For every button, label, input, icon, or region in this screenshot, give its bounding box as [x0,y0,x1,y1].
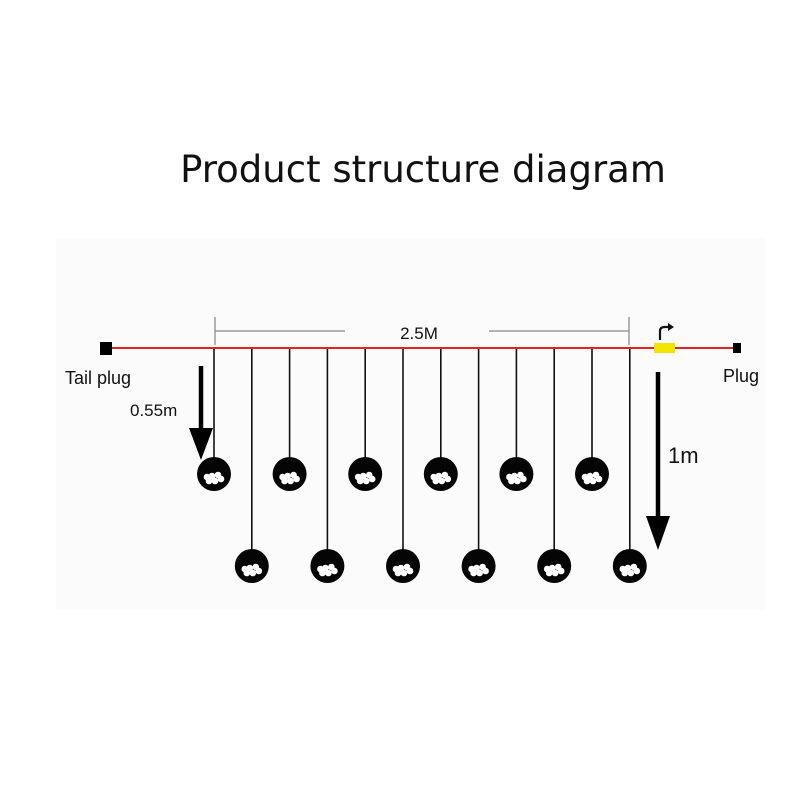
tail-plug-connector [100,342,112,355]
bulb [537,549,572,583]
led-dot [392,565,400,573]
short-drop-label: 0.55m [130,401,177,420]
led-dot [365,471,373,479]
long-drop-label: 1m [668,443,699,468]
led-dot [430,473,438,481]
led-dot [211,477,219,485]
led-dot [441,471,449,479]
led-dot [284,472,291,480]
bulb [272,457,307,491]
bulb [197,457,231,491]
length-dimension: 2.5M [214,317,630,345]
led-dot [551,569,559,577]
led-dot [511,472,518,480]
curved-arrow-icon [658,325,670,340]
bulbs [197,457,647,583]
tail-plug-label: Tail plug [65,368,131,388]
led-dot [468,565,475,573]
led-dot [619,565,627,573]
led-dot [241,565,249,573]
led-dot [290,471,297,479]
bulb [348,457,383,491]
bulb [612,549,647,583]
bulb [423,457,458,491]
led-dot [627,569,635,577]
led-dot [279,473,286,481]
led-dot [322,564,329,572]
led-dot [400,569,408,577]
led-dot [506,473,513,481]
led-dot [359,472,367,480]
led-dot [592,471,600,479]
short-drop-arrow [189,366,213,460]
led-dot [403,563,411,571]
bulb [499,457,534,491]
led-dot [354,473,362,481]
bulb [575,457,609,491]
drop-wires [213,348,631,550]
led-dot [517,471,524,479]
led-dot [325,569,332,577]
led-dot [554,563,562,571]
led-dot [435,472,443,480]
plug-connector [733,343,741,353]
led-dot [362,477,370,485]
led-dot [438,477,446,485]
led-dot [548,564,556,572]
led-dot [581,473,589,481]
led-dot [479,563,486,571]
led-dot [586,472,594,480]
led-dot [249,569,257,577]
curved-arrow-head [668,323,674,331]
backdrop-panel [55,238,765,610]
led-dot [589,477,597,485]
long-drop-arrow [646,372,670,550]
bulb [461,549,496,583]
bulb [310,549,345,583]
led-dot [214,471,222,479]
length-label: 2.5M [400,324,438,343]
led-dot [317,565,324,573]
led-dot [624,564,632,572]
inline-connector [654,343,675,353]
led-dot [397,564,405,572]
led-dot [208,472,216,480]
led-dot [630,563,638,571]
diagram-title: Product structure diagram [180,148,666,191]
led-dot [543,565,551,573]
led-dot [476,569,483,577]
led-dot [514,477,521,485]
bulb [386,549,420,583]
led-dot [203,473,211,481]
led-dot [473,564,480,572]
plug-label: Plug [723,366,759,386]
bulb [234,549,269,583]
led-dot [287,477,294,485]
led-dot [246,564,254,572]
led-dot [252,563,260,571]
led-dot [328,563,335,571]
